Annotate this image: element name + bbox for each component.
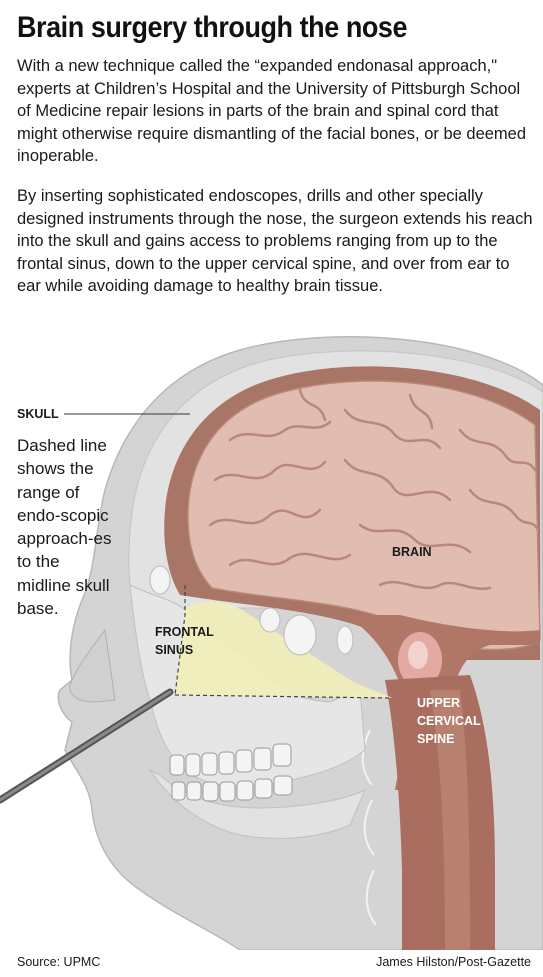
sinus-cavity-2 — [259, 607, 281, 633]
orbit-cavity — [149, 565, 171, 595]
sphenoid-cavity — [283, 614, 317, 656]
vertebrae — [361, 729, 377, 926]
spinal-canal — [430, 690, 470, 950]
dashed-line-callout: Dashed line shows the range of endo-scop… — [17, 436, 112, 619]
frontal-sinus-label-1: FRONTAL — [155, 625, 214, 639]
skull-label: SKULL — [17, 407, 59, 421]
ear-cavity — [336, 625, 354, 655]
intro-paragraph: With a new technique called the “expande… — [17, 57, 527, 165]
endoscopic-range-dashed-line — [174, 585, 391, 699]
artist-credit: James Hilston/Post-Gazette — [376, 955, 531, 969]
mandible — [148, 768, 366, 839]
upper-teeth — [169, 743, 292, 777]
brain-label: BRAIN — [392, 545, 432, 559]
spine-label-2: CERVICAL — [417, 714, 481, 728]
sinus-highlight — [175, 601, 392, 698]
pons-highlight — [408, 641, 428, 669]
page-title: Brain surgery through the nose — [17, 11, 408, 44]
head-cross-section-diagram: SKULL BRAIN FRONTAL SINUS UPPER CERVICAL… — [0, 336, 543, 950]
nose — [69, 628, 116, 703]
lower-teeth — [171, 775, 293, 802]
body-paragraph: By inserting sophisticated endoscopes, d… — [17, 187, 533, 295]
brain-folds — [208, 388, 540, 590]
endoscope-icon — [0, 688, 174, 804]
spine-label-1: UPPER — [417, 696, 460, 710]
source-credit: Source: UPMC — [17, 955, 101, 969]
spine-label-3: SPINE — [417, 732, 455, 746]
frontal-sinus-label-2: SINUS — [155, 643, 193, 657]
